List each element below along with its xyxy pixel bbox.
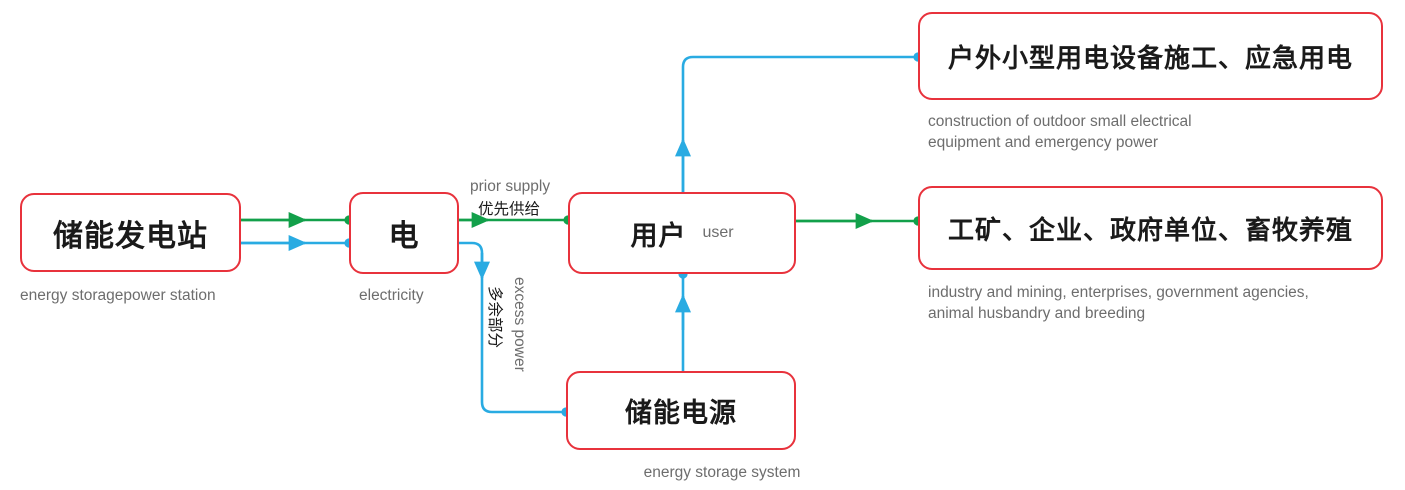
edge-storage-to-user-blue [674,269,692,371]
node-industry[interactable]: 工矿、企业、政府单位、畜牧养殖 [918,186,1383,270]
node-user[interactable]: 用户 user [568,192,796,274]
caption-industry: industry and mining, enterprises, govern… [928,284,1309,322]
caption-outdoor-equipment: construction of outdoor small electrical… [928,113,1192,151]
node-electricity[interactable]: 电 [349,192,459,274]
node-user-label: 用户 [630,220,687,251]
node-industry-label: 工矿、企业、政府单位、畜牧养殖 [947,214,1353,245]
edge-label-prior-supply-en: prior supply [470,178,551,195]
node-electricity-label: 电 [388,220,420,253]
node-storage-system[interactable]: 储能电源 [566,371,796,450]
caption-electricity: electricity [359,287,424,304]
node-storage-system-label: 储能电源 [625,398,737,428]
edge-station-to-electricity-green [241,211,354,229]
node-power-station-label: 储能发电站 [53,219,208,253]
edge-label-excess-power-en: excess power [511,277,528,372]
edge-user-to-industry-green [796,212,923,230]
edge-label-excess-power-cn: 多余部分 [486,286,503,349]
edge-user-to-outdoor-blue [674,52,923,192]
node-power-station[interactable]: 储能发电站 [20,193,241,272]
caption-storage-system: energy storage system [643,464,801,481]
node-outdoor-equipment-label: 户外小型用电设备施工、应急用电 [947,42,1353,73]
edge-station-to-electricity-blue [241,234,354,252]
caption-power-station: energy storagepower station [20,287,216,304]
node-user-label-en: user [702,224,734,241]
edge-label-prior-supply-cn: 优先供给 [478,201,541,218]
node-outdoor-equipment[interactable]: 户外小型用电设备施工、应急用电 [918,12,1383,100]
